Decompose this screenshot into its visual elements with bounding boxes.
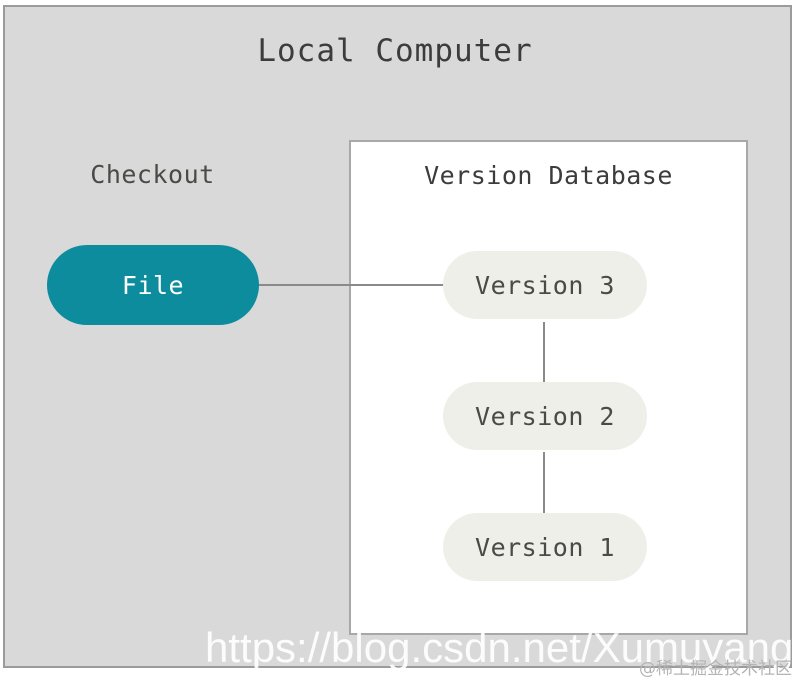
node-version-2[interactable]: Version 2 <box>443 382 647 450</box>
edge-version3-to-version2 <box>543 322 545 386</box>
page-title: Local Computer <box>257 33 533 69</box>
edge-version2-to-version1 <box>543 452 545 516</box>
node-version-1[interactable]: Version 1 <box>443 513 647 581</box>
watermark-url: https://blog.csdn.net/Xumuyang <box>205 624 794 671</box>
checkout-column-label: Checkout <box>90 160 215 189</box>
watermark-brand: @稀土掘金技术社区 <box>639 659 792 679</box>
node-file[interactable]: File <box>47 245 259 325</box>
version-database-title: Version Database <box>424 161 673 190</box>
edge-file-to-version3 <box>250 284 460 286</box>
node-version-3[interactable]: Version 3 <box>443 251 647 319</box>
